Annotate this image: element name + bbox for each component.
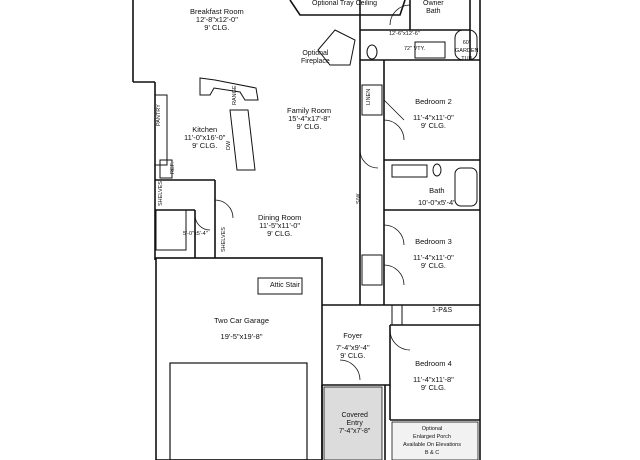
bedroom-4-label: Bedroom 4 11'-4"x11'-8" 9' CLG.	[413, 359, 454, 392]
bedroom-2-label: Bedroom 2 11'-4"x11'-0" 9' CLG.	[413, 97, 454, 130]
pantry-label: PANTRY	[156, 104, 162, 126]
one-pole-shelf-label: 1-P&S	[432, 307, 453, 314]
foyer-label: Foyer 7'-4"x9'-4" 9' CLG.	[336, 331, 370, 360]
sw-label: S/W	[356, 193, 362, 204]
vanity-label: 72" VTY.	[404, 46, 426, 52]
optional-porch-label: Optional Enlarged Porch Available On Ele…	[403, 426, 461, 456]
shelves-left-label: SHELVES	[221, 227, 227, 252]
ref-label: REF.	[170, 162, 176, 174]
bath-label: Bath 10'-0"x5'-4"	[418, 186, 456, 207]
garage-door	[169, 362, 308, 460]
dining-room-label: Dining Room 11'-5"x11'-0" 9' CLG.	[258, 213, 302, 238]
covered-entry-label: Covered Entry 7'-4"x7'-8"	[339, 412, 371, 435]
tray-ceiling-label: Optional Tray Ceiling	[312, 0, 377, 7]
kitchen-label: Kitchen 11'-0"x16'-0" 9' CLG.	[184, 125, 226, 150]
bedroom-3-label: Bedroom 3 11'-4"x11'-0" 9' CLG.	[413, 237, 454, 270]
fireplace-label: Optional Fireplace	[301, 50, 330, 65]
wall-garage	[155, 257, 323, 460]
owner-bath-label: Owner Bath	[423, 0, 444, 15]
dw-label: DW	[226, 140, 232, 150]
breakfast-room-label: Breakfast Room 12'-8"x12'-0" 9' CLG.	[190, 7, 244, 32]
garden-tub-label: 60" GARDEN TUB	[455, 40, 479, 62]
linen-label: LINEN	[366, 88, 372, 105]
garage-label: Two Car Garage 19'-5"x19'-8"	[214, 316, 270, 341]
family-room-label: Family Room 15'-4"x17'-8" 9' CLG.	[287, 106, 332, 131]
laundry-dims-label: 5'-0"x5'-4"	[183, 231, 208, 237]
owner-closet-dims-label: 12'-6"x12'-6"	[389, 31, 420, 37]
shelves-label: SHELVES	[158, 181, 164, 206]
range-label: RANGE	[232, 85, 238, 105]
attic-stair-label: Attic Stair	[270, 282, 300, 289]
